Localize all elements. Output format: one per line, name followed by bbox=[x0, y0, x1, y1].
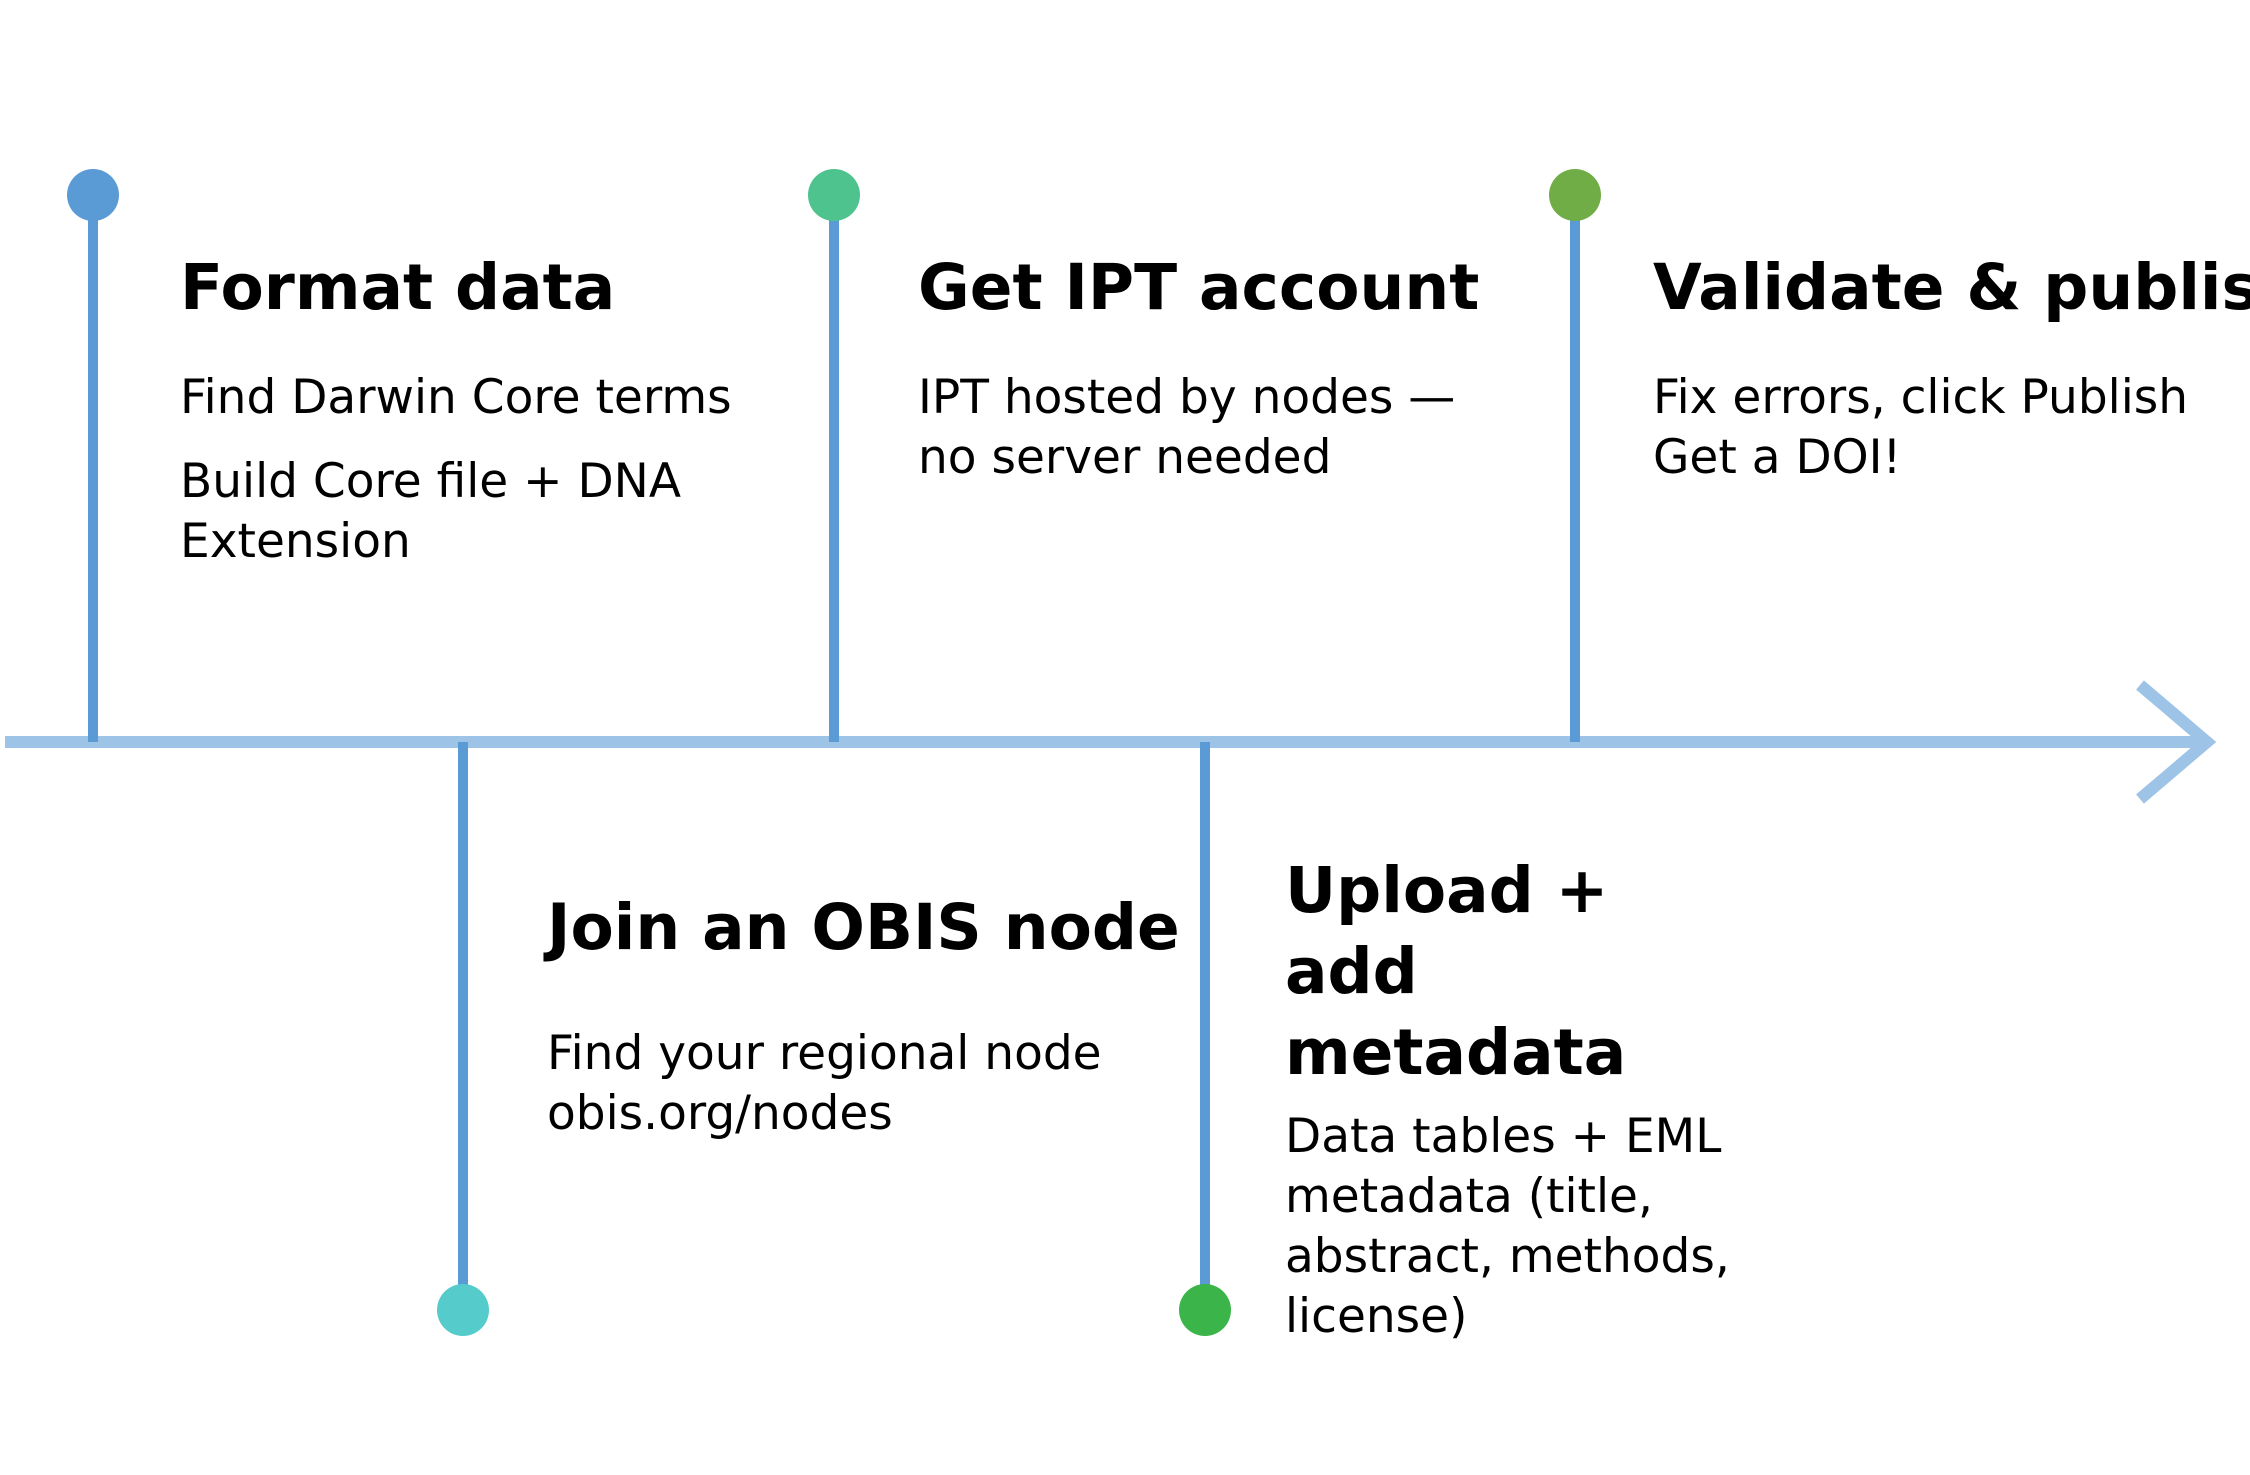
step-1-marker-dot bbox=[67, 169, 119, 221]
step-3-marker-dot bbox=[808, 169, 860, 221]
step-upload-metadata: Upload + add metadata Data tables + EML … bbox=[1285, 850, 1935, 1347]
step-4-marker-dot bbox=[1179, 1284, 1231, 1336]
step-title: Join an OBIS node bbox=[547, 891, 1180, 964]
step-text: obis.org/nodes bbox=[547, 1086, 893, 1141]
step-text: Find your regional node bbox=[547, 1026, 1102, 1081]
step-5-marker-dot bbox=[1549, 169, 1601, 221]
step-text: IPT hosted by nodes — no server needed bbox=[918, 370, 1456, 485]
step-2-marker-dot bbox=[437, 1284, 489, 1336]
step-title: Get IPT account bbox=[918, 251, 1480, 324]
step-text: Data tables + EML metadata (title, abstr… bbox=[1285, 1109, 1730, 1344]
step-text: Find Darwin Core terms bbox=[180, 370, 732, 425]
step-title: Upload + add metadata bbox=[1285, 854, 1627, 1089]
step-text: Get a DOI! bbox=[1653, 430, 1902, 485]
step-join-obis-node: Join an OBIS node Find your regional nod… bbox=[547, 888, 1180, 1144]
step-text: Fix errors, click Publish bbox=[1653, 370, 2189, 425]
timeline-arrowhead bbox=[2136, 680, 2217, 804]
step-title: Validate & publish bbox=[1653, 251, 2250, 324]
step-get-ipt-account: Get IPT account IPT hosted by nodes — no… bbox=[918, 248, 1518, 488]
step-title: Format data bbox=[180, 251, 616, 324]
step-validate-publish: Validate & publish Fix errors, click Pub… bbox=[1653, 248, 2250, 488]
step-format-data: Format data Find Darwin Core terms Build… bbox=[180, 248, 740, 572]
step-text: Build Core file + DNA Extension bbox=[180, 454, 681, 569]
